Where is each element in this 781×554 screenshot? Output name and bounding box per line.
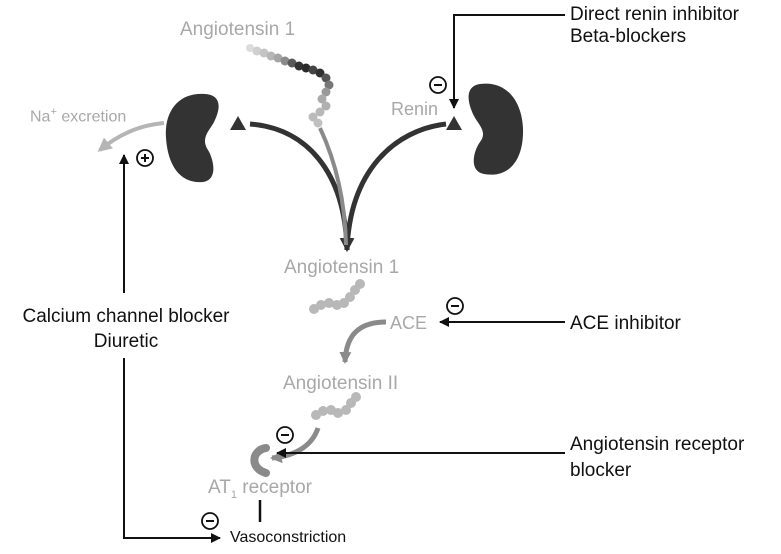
ace-inhibitor-label: ACE inhibitor — [570, 313, 681, 334]
inhibition-sign-icon — [276, 426, 294, 444]
protein-chain-icon — [311, 392, 361, 420]
direct-renin-inhibitor-label: Direct renin inhibitor — [570, 4, 739, 25]
angiotensin2-label: Angiotensin II — [283, 373, 399, 394]
renin-label: Renin — [391, 99, 439, 119]
renin-triangle-right — [446, 116, 462, 130]
direct-renin-inhibitor-line — [449, 14, 565, 109]
arrow-from-chain — [318, 127, 348, 246]
stimulation-sign-icon — [136, 149, 154, 167]
at1-suffix: receptor — [237, 477, 312, 498]
angiotensin1-top-label: Angiotensin 1 — [180, 19, 296, 40]
protein-chain-icon — [246, 44, 334, 128]
arrow-from-right-kidney — [340, 121, 447, 252]
kidney-icon — [165, 93, 219, 183]
na-excretion-text: Na — [30, 108, 51, 126]
angiotensin1-mid-label: Angiotensin 1 — [284, 257, 400, 278]
inhibition-sign-icon — [446, 297, 464, 315]
inhibition-sign-icon — [201, 512, 219, 530]
receptor-icon — [250, 444, 270, 477]
ccb-to-vasoconstriction-line — [123, 358, 221, 543]
at1-sub: 1 — [230, 488, 237, 501]
beta-blockers-label: Beta-blockers — [570, 26, 687, 47]
na-excretion-arrow — [97, 121, 165, 152]
na-excretion-rest: excretion — [56, 108, 127, 126]
ace-label: ACE — [390, 313, 428, 333]
arrow-from-left-kidney — [249, 121, 354, 252]
arb-label-line2: blocker — [570, 460, 632, 481]
diuretic-label: Diuretic — [93, 331, 159, 352]
na-excretion-label: Na+ excretion — [30, 106, 126, 127]
ccb-label: Calcium channel blocker — [22, 306, 230, 327]
at1-prefix: AT — [208, 477, 231, 498]
protein-chain-icon — [309, 279, 365, 314]
renin-triangle-left — [230, 116, 246, 130]
ace-conversion-arrow — [339, 319, 387, 364]
arb-label-line1: Angiotensin receptor — [570, 434, 745, 455]
na-excretion-sup: + — [50, 106, 57, 118]
kidney-icon — [468, 83, 524, 175]
at1-receptor-label: AT1 receptor — [208, 477, 312, 501]
vasoconstriction-label: Vasoconstriction — [230, 529, 347, 546]
inhibition-sign-icon — [429, 76, 447, 94]
